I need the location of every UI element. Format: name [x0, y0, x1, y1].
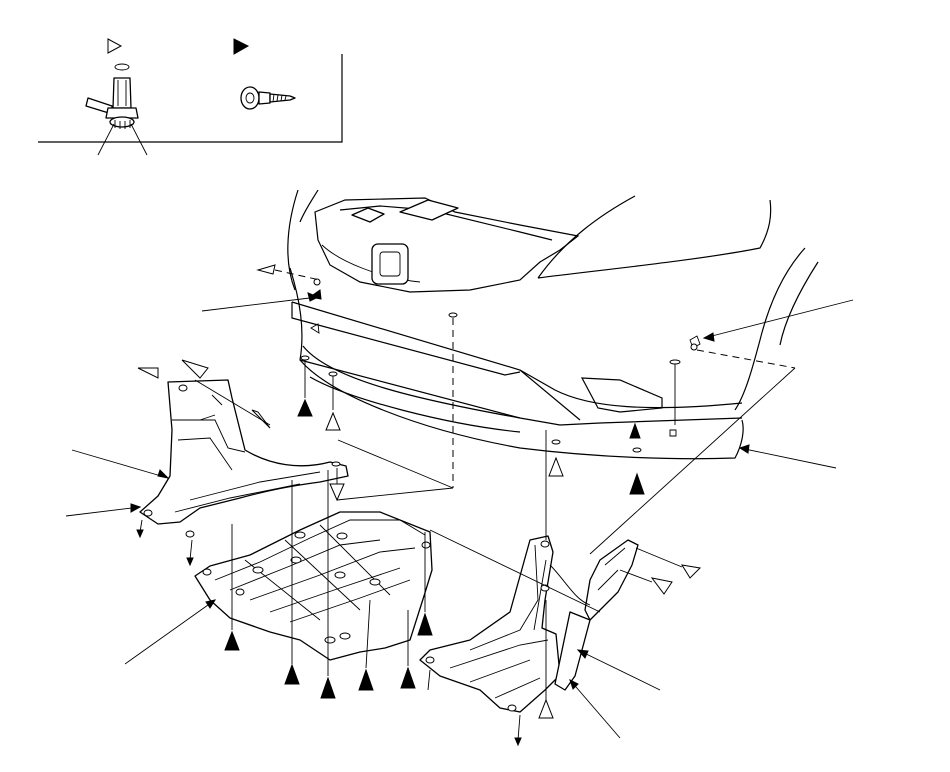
- screw-marker-icon: [284, 663, 300, 685]
- clip-marker-icon: [137, 367, 159, 379]
- small-screw-arrows: [136, 519, 194, 567]
- center-under-cover: [194, 470, 433, 699]
- screw-marker-icon: [400, 666, 416, 689]
- clip-marker-icon: [256, 264, 276, 275]
- front-bumper: [287, 189, 819, 460]
- callout-leaders: [65, 292, 854, 739]
- leader-line-3: [739, 447, 837, 469]
- leader-line-5: [65, 506, 141, 517]
- clip-marker-icon: [251, 409, 271, 429]
- screw-marker-icon: [297, 398, 313, 417]
- emblem: [371, 243, 409, 285]
- right-fender-shield: [429, 529, 702, 691]
- clip-marker-icon: [650, 577, 673, 595]
- fastener-legend: [38, 38, 343, 156]
- screw-marker-icon: [224, 630, 240, 651]
- leader-line-2: [703, 299, 854, 339]
- leader-line-1: [201, 296, 319, 312]
- screw-marker-icon: [514, 737, 522, 747]
- leader-line-7: [577, 649, 661, 691]
- screw-marker-icon: [320, 676, 336, 699]
- leader-line-4: [71, 449, 169, 479]
- right-splash-shield: [419, 430, 561, 747]
- clip-marker-icon: [329, 483, 345, 502]
- clip-marker-icon: [181, 359, 209, 379]
- screw-marker-icon: [629, 422, 641, 439]
- clip-marker-icon: [538, 698, 554, 719]
- legend-open-triangle-icon: [107, 38, 123, 54]
- leader-line-6: [124, 599, 216, 665]
- legend-filled-triangle-icon: [233, 38, 250, 55]
- legend-box-frame: [38, 54, 343, 143]
- screw-marker-icon: [358, 668, 374, 691]
- clip-marker-icon: [680, 564, 702, 579]
- clip-marker-icon: [548, 456, 564, 477]
- leader-line-8: [569, 679, 621, 739]
- clip-icon: [85, 63, 148, 156]
- clip-marker-icon: [325, 411, 341, 431]
- bumper-fasteners: [256, 264, 796, 555]
- screw-marker-icon: [417, 612, 433, 636]
- screw-icon: [240, 86, 296, 110]
- screw-marker-icon: [629, 472, 645, 495]
- left-splash-shield: [137, 359, 454, 538]
